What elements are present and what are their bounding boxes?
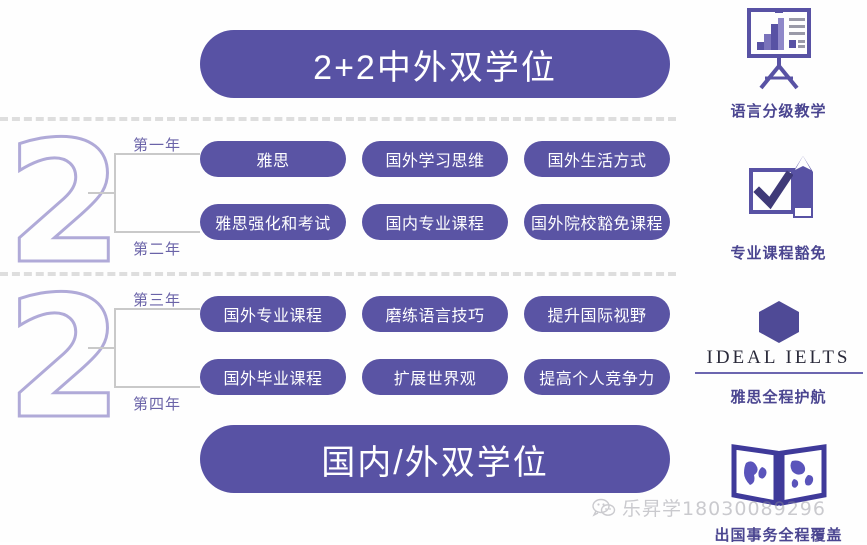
course-pill: 扩展世界观 (362, 359, 508, 395)
feature-item-language-grading: 语言分级教学 (690, 4, 867, 121)
big-numeral-group1: 2 (5, 105, 125, 301)
course-pill: 提升国际视野 (524, 296, 670, 332)
feature-caption: 雅思全程护航 (730, 389, 827, 406)
course-pill: 国外学习思维 (362, 141, 508, 177)
year-label-second: 第二年 (132, 241, 181, 258)
course-pill: 国外生活方式 (524, 141, 670, 177)
bracket-branch-bottom (114, 231, 200, 233)
course-pill: 国外专业课程 (200, 296, 346, 332)
bracket-connector-group2 (88, 308, 200, 388)
ielts-wordmark: IDEAL IELTS (706, 346, 851, 368)
bracket-branch-top (114, 308, 200, 310)
feature-item-ielts-support: IDEAL IELTS 雅思全程护航 (690, 290, 867, 407)
watermark: 乐昇学18030089296 (592, 494, 826, 521)
hexagon-icon (758, 300, 799, 343)
ideal-ielts-logo: IDEAL IELTS (690, 290, 867, 382)
main-diagram-panel: 2+2中外双学位 2 2 第一年 第二年 第三年 第四年 雅思 国外学习思维 国… (0, 30, 676, 493)
watermark-text: 乐昇学18030089296 (622, 498, 826, 520)
ielts-underline (694, 371, 863, 374)
bracket-branch-top (114, 153, 200, 155)
feature-caption: 出国事务全程覆盖 (714, 527, 843, 544)
open-book-globe-icon (690, 428, 867, 520)
dashed-divider-top (0, 117, 676, 121)
year-label-first: 第一年 (132, 137, 181, 154)
course-pill: 磨练语言技巧 (362, 296, 508, 332)
feature-item-course-exemption: 专业课程豁免 (690, 146, 867, 263)
bracket-connector-group1 (88, 153, 200, 233)
checkbox-pencil-icon (690, 146, 867, 238)
dashed-divider-middle (0, 272, 676, 276)
big-numeral-group2: 2 (5, 260, 125, 456)
bracket-branch-bottom (114, 386, 200, 388)
top-banner: 2+2中外双学位 (200, 30, 670, 98)
bracket-vertical-line (114, 308, 116, 388)
wechat-icon (592, 498, 616, 518)
bracket-stem-line (88, 347, 115, 349)
course-pill: 雅思强化和考试 (200, 204, 346, 240)
presentation-chart-icon (690, 4, 867, 96)
year-label-fourth: 第四年 (132, 396, 181, 413)
bracket-vertical-line (114, 153, 116, 233)
feature-item-overseas-services: 出国事务全程覆盖 (690, 428, 867, 545)
course-pill: 提高个人竞争力 (524, 359, 670, 395)
feature-caption: 语言分级教学 (730, 103, 827, 120)
feature-caption: 专业课程豁免 (730, 245, 827, 262)
course-pill: 国外院校豁免课程 (524, 204, 670, 240)
course-pill: 国内专业课程 (362, 204, 508, 240)
bracket-stem-line (88, 192, 115, 194)
year-label-third: 第三年 (132, 292, 181, 309)
feature-icon-column: 语言分级教学 专业课程豁免 IDEAL IELTS (690, 0, 867, 545)
course-pill: 雅思 (200, 141, 346, 177)
course-pill: 国外毕业课程 (200, 359, 346, 395)
bottom-banner: 国内/外双学位 (200, 425, 670, 493)
